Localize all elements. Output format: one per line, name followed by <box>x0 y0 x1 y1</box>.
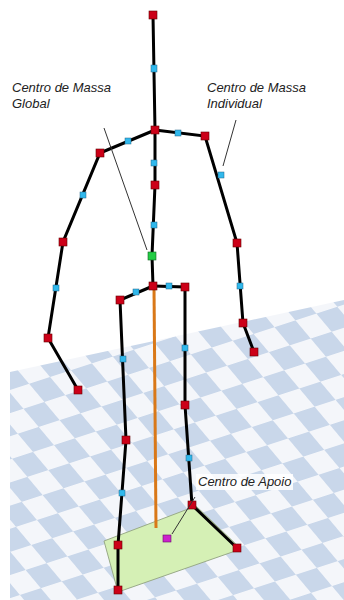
global-mass-center <box>148 252 156 260</box>
callout-label: Centro de Apoio <box>196 474 293 490</box>
callout-label: Centro de Massa Individual <box>205 80 329 112</box>
individual-mass-centers <box>53 65 243 496</box>
projection-line <box>154 287 156 528</box>
leader-lines <box>104 120 236 534</box>
support-polygon <box>104 506 241 592</box>
support-center <box>163 535 171 542</box>
checkered-floor <box>10 300 344 600</box>
callout-label: Centro de Massa Global <box>10 80 132 112</box>
